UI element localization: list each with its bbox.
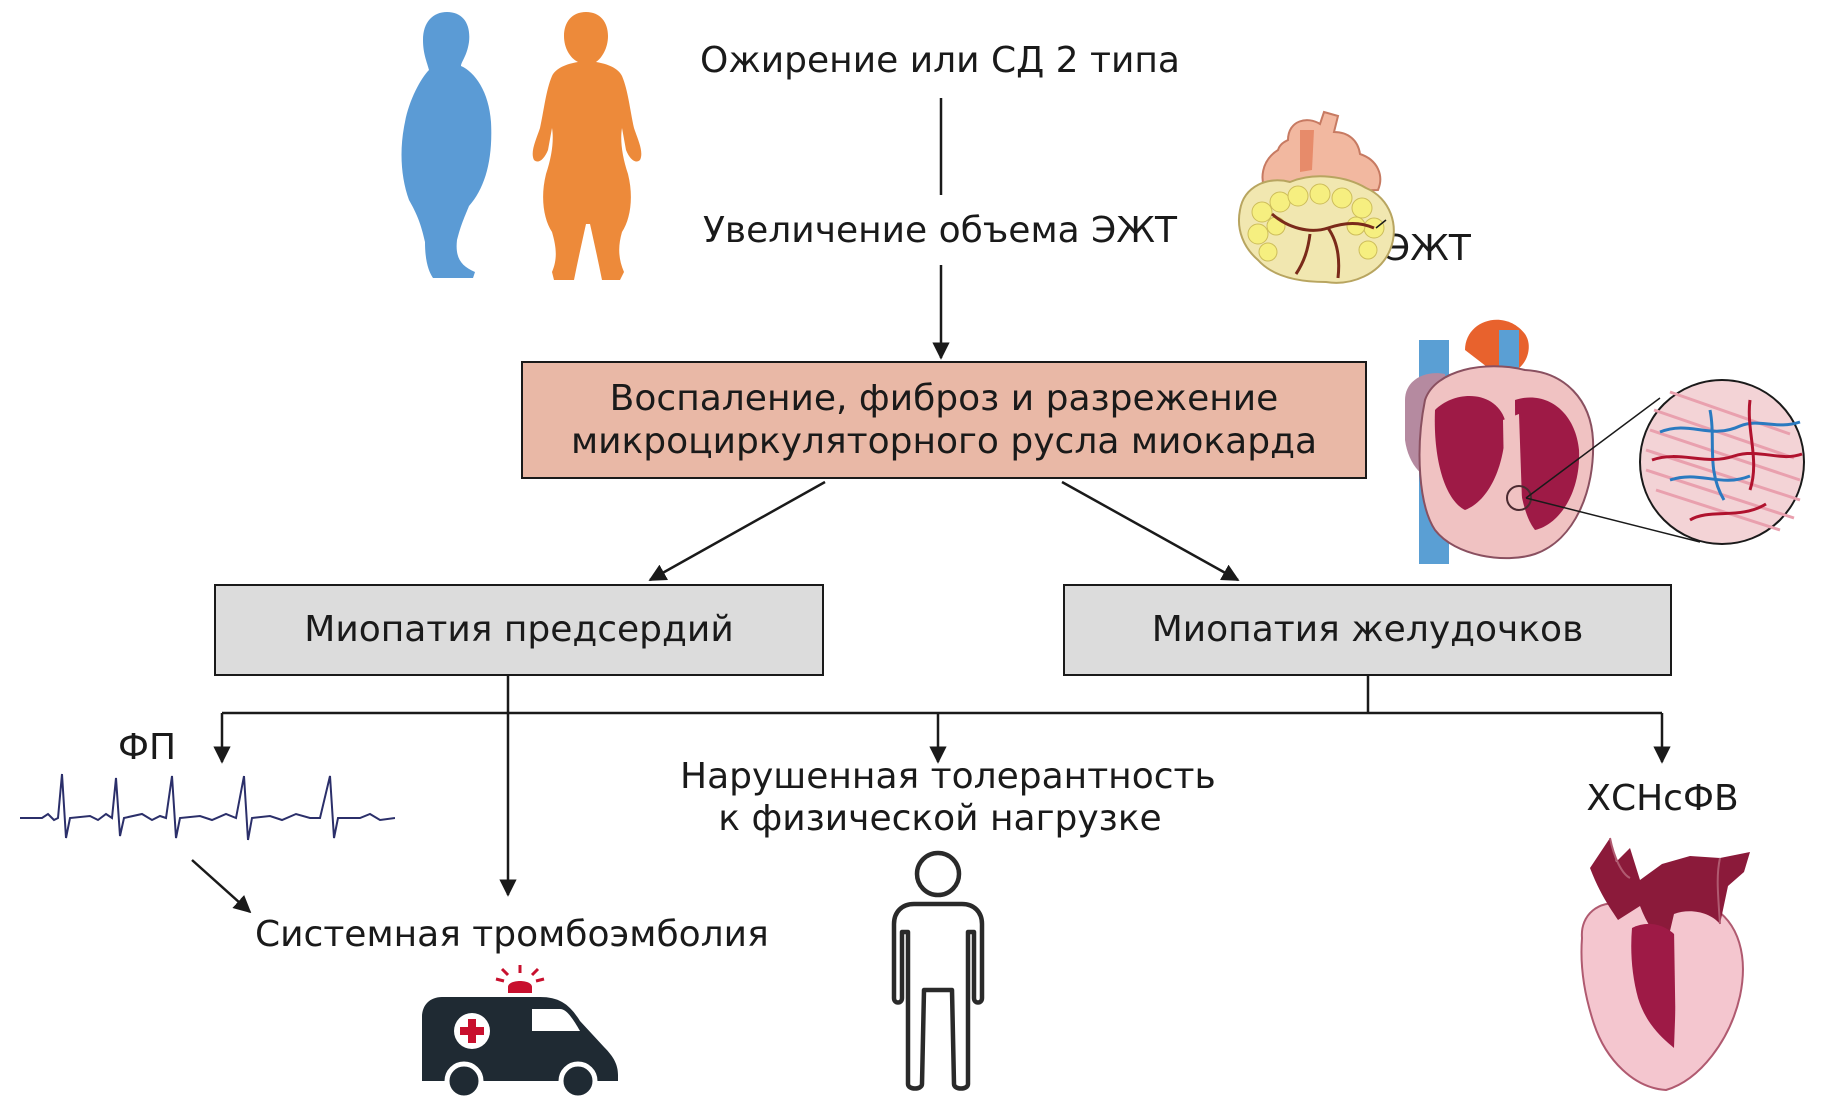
arrow-to-atrial-myopathy (648, 480, 826, 582)
exercise-intolerance-label: Нарушенная толерантность к физической на… (680, 756, 1216, 841)
female-silhouette-icon (532, 12, 642, 280)
atrial-myopathy-box: Миопатия предсердий (214, 584, 824, 676)
ejt-volume-label: Увеличение объема ЭЖТ (702, 210, 1178, 251)
af-label: ФП (118, 727, 177, 768)
ventricular-myopathy-box: Миопатия желудочков (1063, 584, 1672, 676)
ecg-trace-icon (20, 773, 395, 841)
heart-epicardial-fat-icon (1238, 110, 1395, 284)
obese-silhouette-icon (401, 12, 492, 278)
heart-hfpef-icon (1580, 837, 1750, 1092)
inflammation-line-2: микроциркуляторного русла миокарда (570, 421, 1318, 462)
person-outline-icon (891, 850, 985, 1091)
hfpef-label: ХСНсФВ (1586, 778, 1739, 819)
ejt-label: ЭЖТ (1385, 228, 1471, 269)
arrow-af-to-thromboembolism (191, 859, 252, 914)
ambulance-icon (422, 965, 618, 1100)
heart-cross-section-icon (1405, 319, 1595, 564)
inflammation-line-1: Воспаление, фиброз и разрежение (609, 377, 1279, 419)
exercise-line-2: к физической нагрузке (718, 798, 1162, 840)
obesity-diabetes-label: Ожирение или СД 2 типа (700, 40, 1180, 81)
exercise-line-1: Нарушенная толерантность (680, 756, 1216, 797)
arrow-to-ventricular-myopathy (1061, 480, 1240, 582)
myocardium-magnifier-icon (1525, 379, 1805, 545)
thromboembolism-label: Системная тромбоэмболия (255, 914, 769, 955)
inflammation-box: Воспаление, фиброз и разрежение микроцир… (521, 361, 1367, 479)
